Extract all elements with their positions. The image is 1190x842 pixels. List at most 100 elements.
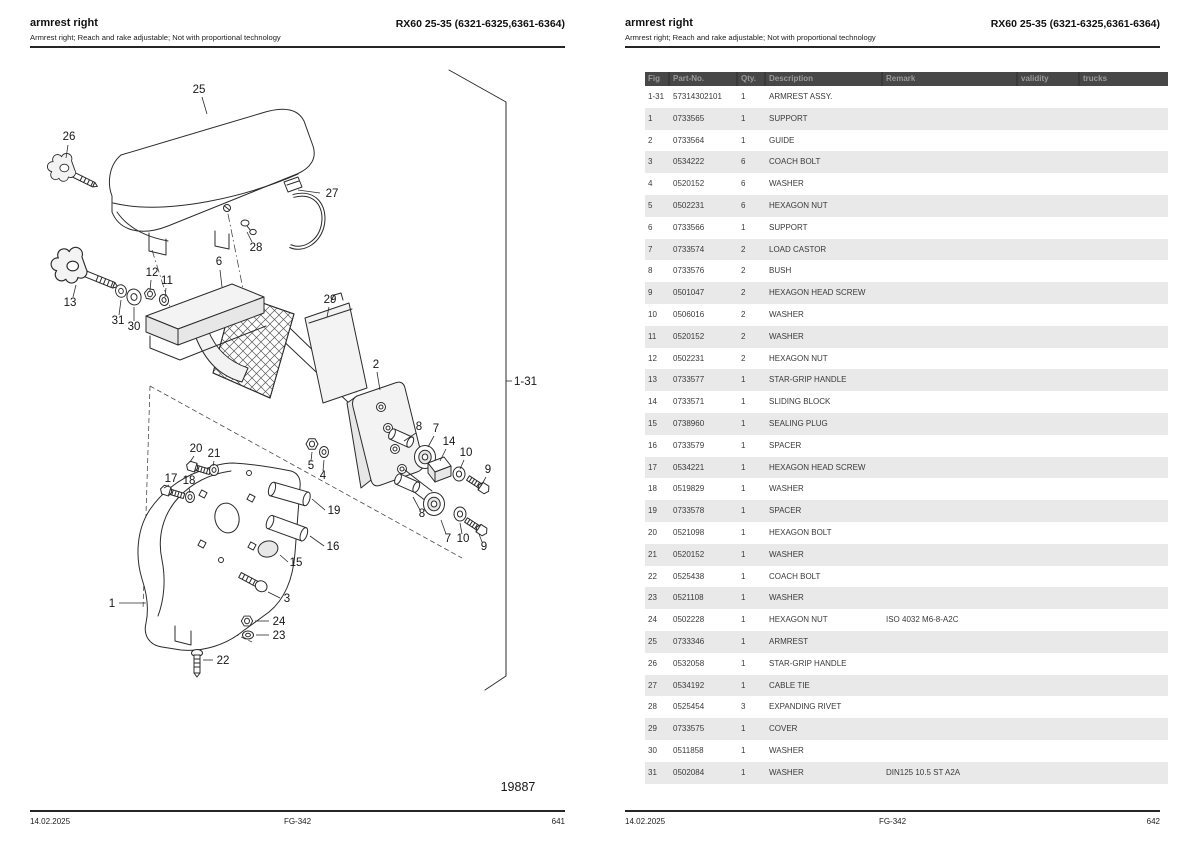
cell-fig: 22 — [648, 571, 657, 581]
cell-validity — [1018, 609, 1080, 631]
cell-trucks — [1080, 260, 1168, 282]
cell-part: 0520152 — [673, 179, 705, 189]
cell-fig: 16 — [648, 440, 657, 450]
cell-remark: ISO 4032 M6-8-A2C — [886, 615, 959, 625]
part-coach-bolt-3 — [238, 572, 268, 593]
part-callout-11: 11 — [161, 275, 173, 287]
cell-part: 0733565 — [673, 113, 705, 123]
cell-remark — [883, 587, 1018, 609]
page-subtitle: Armrest right; Reach and rake adjustable… — [625, 33, 876, 42]
callout-leader-8 — [412, 496, 421, 511]
part-cover-29 — [304, 292, 368, 404]
cell-qty: 2 — [741, 288, 746, 298]
callout-leader-8 — [403, 432, 417, 442]
cell-fig: 29 — [648, 724, 657, 734]
cell-desc: HEXAGON HEAD SCREW — [769, 288, 866, 298]
cell-trucks — [1080, 195, 1168, 217]
cell-trucks — [1080, 653, 1168, 675]
cell-validity — [1018, 653, 1080, 675]
cell-qty: 1 — [741, 724, 746, 734]
cell-validity — [1018, 631, 1080, 653]
cell-desc: SEALING PLUG — [769, 418, 828, 428]
part-callout-17: 17 — [165, 473, 178, 485]
cell-fig: 15 — [648, 418, 657, 428]
cell-desc: WASHER — [769, 549, 804, 559]
cell-trucks — [1080, 740, 1168, 762]
part-star-grip-handle-13 — [50, 246, 119, 289]
page-title: armrest right — [625, 17, 693, 29]
cell-qty: 1 — [741, 92, 746, 101]
part-callout-28: 28 — [250, 242, 263, 254]
cell-desc: BUSH — [769, 266, 792, 276]
cell-fig: 21 — [648, 549, 657, 559]
column-header-part: Part-No. — [670, 72, 738, 86]
cell-desc: STAR-GRIP HANDLE — [769, 375, 847, 385]
cell-desc: WASHER — [769, 179, 804, 189]
cell-validity — [1018, 718, 1080, 740]
cell-remark — [883, 675, 1018, 697]
cell-qty: 6 — [741, 157, 746, 167]
cell-trucks — [1080, 566, 1168, 588]
cell-validity — [1018, 587, 1080, 609]
cell-qty: 1 — [741, 615, 746, 625]
part-callout-19: 19 — [328, 505, 341, 517]
part-washer-21 — [209, 464, 219, 476]
cell-remark — [883, 217, 1018, 239]
callout-leader-27 — [297, 189, 321, 194]
part-callout-26: 26 — [63, 131, 76, 143]
callout-leader-2 — [376, 371, 381, 391]
cell-trucks — [1080, 86, 1168, 108]
cell-remark — [883, 740, 1018, 762]
cell-qty: 1 — [741, 418, 746, 428]
cell-trucks — [1080, 217, 1168, 239]
part-hexagon-nut-5 — [305, 438, 319, 450]
callout-leader-19 — [311, 498, 326, 511]
cell-desc: ARMREST ASSY. — [769, 92, 833, 101]
part-callout-18: 18 — [183, 475, 196, 487]
cell-fig: 12 — [648, 353, 657, 363]
cell-desc: COACH BOLT — [769, 571, 821, 581]
part-callout-21: 21 — [208, 448, 221, 460]
cell-validity — [1018, 130, 1080, 152]
callout-leader-7 — [440, 519, 447, 535]
cell-trucks — [1080, 282, 1168, 304]
part-callout-7: 7 — [445, 533, 451, 545]
exploded-diagram: 1-31 25262728612111331302928714109542021… — [46, 69, 537, 794]
callout-leader-17 — [163, 484, 170, 489]
cell-part: 0733575 — [673, 724, 705, 734]
part-cable-tie-27 — [283, 176, 326, 250]
cell-part: 0525438 — [673, 571, 705, 581]
cell-fig: 23 — [648, 593, 657, 603]
cell-desc: WASHER — [769, 309, 804, 319]
part-callout-22: 22 — [217, 655, 230, 667]
callout-leader-16 — [309, 535, 325, 547]
cell-trucks — [1080, 173, 1168, 195]
cell-trucks — [1080, 609, 1168, 631]
cell-part: 0521098 — [673, 527, 705, 537]
page-title: armrest right — [30, 17, 98, 29]
cell-fig: 4 — [648, 179, 653, 189]
cell-fig: 18 — [648, 484, 657, 494]
cell-qty: 1 — [741, 506, 746, 516]
cell-qty: 1 — [741, 680, 746, 690]
part-callout-5: 5 — [308, 460, 314, 472]
cell-desc: EXPANDING RIVET — [769, 702, 842, 712]
callout-leader-29 — [326, 306, 330, 318]
cell-qty: 1 — [741, 462, 746, 472]
cell-trucks — [1080, 522, 1168, 544]
figure-number: 19887 — [501, 780, 536, 794]
callout-leader-6 — [219, 269, 223, 288]
cell-remark — [883, 369, 1018, 391]
part-callout-14: 14 — [443, 436, 456, 448]
cell-remark — [883, 413, 1018, 435]
cell-trucks — [1080, 108, 1168, 130]
cell-part: 0733579 — [673, 440, 705, 450]
footer-rule — [30, 810, 565, 813]
cell-part: 0506016 — [673, 309, 705, 319]
footer-date: 14.02.2025 — [625, 817, 666, 826]
